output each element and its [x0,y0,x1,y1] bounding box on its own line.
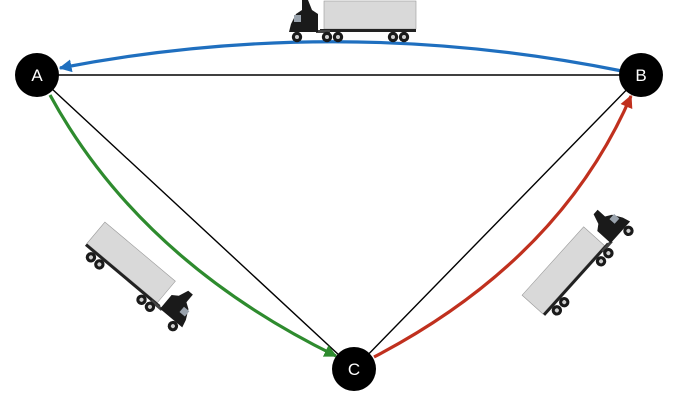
truck-icon [77,220,204,336]
node-b: B [619,53,663,97]
node-a: A [15,53,59,97]
node-c-label: C [348,360,360,379]
route-c-to-b-arrow [373,94,633,359]
route-a-to-c-arrow [48,94,338,358]
truck-icon [288,0,417,43]
node-c: C [332,347,376,391]
edge-b-c [353,74,642,370]
edge-a-c [36,74,355,370]
truck-icon [520,199,639,324]
route-b-to-a-arrow [58,40,623,73]
node-b-label: B [635,66,646,85]
node-a-label: A [31,66,43,85]
